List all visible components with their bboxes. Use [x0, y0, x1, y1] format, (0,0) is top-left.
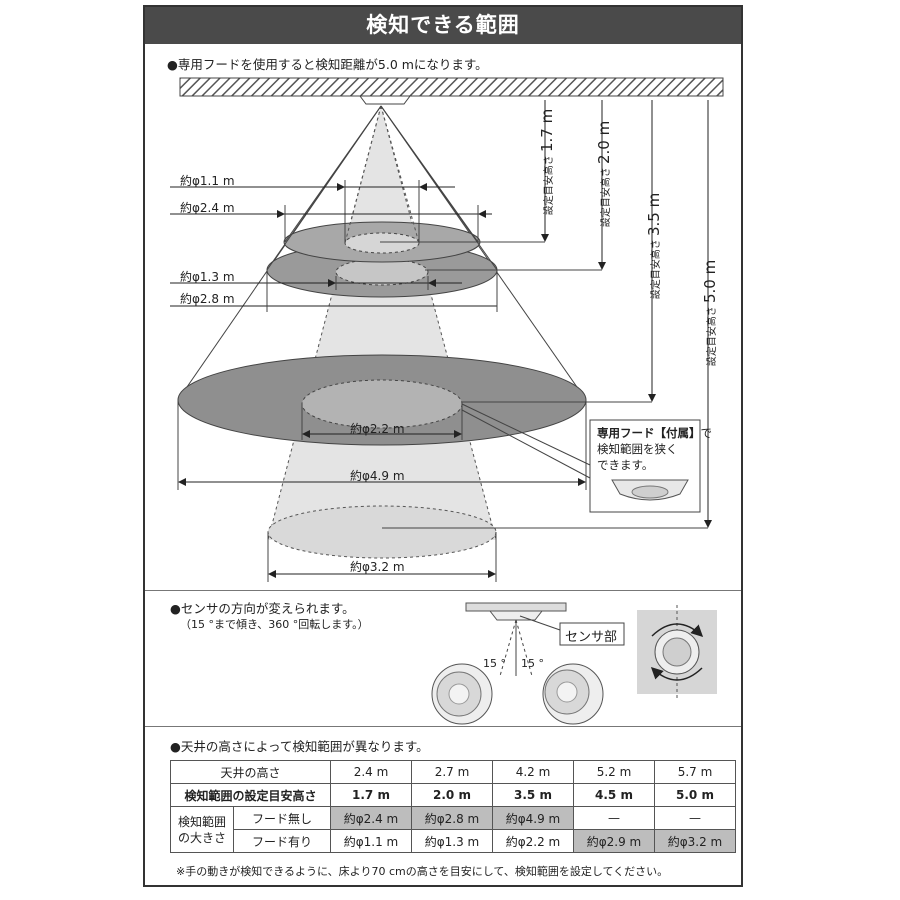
table-cell: 約φ1.1 m [330, 829, 412, 853]
table-cell: 約φ4.9 m [492, 806, 574, 830]
diameter-label: 約φ2.8 m [180, 292, 235, 306]
sensor-part-label: センサ部 [565, 630, 618, 645]
table-row: 検知範囲の設定目安高さ 1.7 m 2.0 m 3.5 m 4.5 m 5.0 … [170, 783, 736, 807]
footnote: ※手の動きが検知できるように、床より70 cmの高さを目安にして、検知範囲を設定… [176, 865, 669, 878]
table-cell: — [654, 806, 736, 830]
hood-note: ●専用フードを使用すると検知距離が5.0 mになります。 [167, 57, 488, 72]
table-cell: 約φ3.2 m [654, 829, 736, 853]
hood-callout-text: 専用フード【付属】で 検知範囲を狭く できます。 [597, 425, 712, 473]
ceiling-heading: ●天井の高さによって検知範囲が異なります。 [170, 739, 429, 754]
group-label-line: の大きさ [177, 830, 226, 845]
hood-callout-rest: できます。 [597, 458, 654, 472]
table-cell: 約φ1.3 m [411, 829, 493, 853]
hood-callout-bold: 専用フード【付属】 [597, 426, 701, 440]
diameter-label: 約φ1.3 m [180, 270, 235, 284]
table-cell: 2.0 m [411, 783, 493, 807]
table-row: 天井の高さ 2.4 m 2.7 m 4.2 m 5.2 m 5.7 m [170, 760, 736, 784]
height-value: 5.0 m [701, 259, 720, 304]
height-value: 3.5 m [645, 192, 664, 237]
angle-right-label: 15 ° [521, 657, 544, 670]
angle-left-label: 15 ° [483, 657, 506, 670]
diameter-label: 約φ1.1 m [180, 174, 235, 188]
range-ellipse-1-1 [344, 232, 420, 254]
row-label-setting: 検知範囲の設定目安高さ [170, 783, 331, 807]
table-cell: 約φ2.4 m [330, 806, 412, 830]
group-label-line: 検知範囲 [177, 814, 226, 829]
height-label-3-5: 設定目安高さ 3.5 m [645, 193, 663, 299]
hood-callout-rest: 検知範囲を狭く [597, 442, 678, 456]
table-cell: 5.7 m [654, 760, 736, 784]
height-prefix: 設定目安高さ [544, 155, 556, 216]
section-divider [145, 726, 741, 727]
direction-heading: ●センサの方向が変えられます。 [170, 601, 355, 616]
range-ellipse-1-3 [335, 258, 429, 286]
table-cell: — [573, 806, 655, 830]
table-cell: 2.4 m [330, 760, 412, 784]
table-cell: 4.2 m [492, 760, 574, 784]
page-title: 検知できる範囲 [145, 7, 741, 44]
height-label-1-7: 設定目安高さ 1.7 m [538, 109, 556, 215]
height-prefix: 設定目安高さ [707, 306, 719, 367]
row-label-no-hood: フード無し [233, 806, 331, 830]
range-table: 天井の高さ 2.4 m 2.7 m 4.2 m 5.2 m 5.7 m 検知範囲… [170, 760, 736, 853]
ceiling [179, 77, 724, 97]
height-value: 1.7 m [538, 108, 557, 153]
table-cell: 約φ2.2 m [492, 829, 574, 853]
sensor-body [359, 95, 411, 105]
table-cell: 4.5 m [573, 783, 655, 807]
sensor-tilted-icon [542, 663, 604, 725]
diameter-label: 約φ2.2 m [350, 422, 405, 436]
diameter-label: 約φ3.2 m [350, 560, 405, 574]
height-value: 2.0 m [595, 120, 614, 165]
table-cell: 2.7 m [411, 760, 493, 784]
table-row: 検知範囲 の大きさ フード無し 約φ2.4 m 約φ2.8 m 約φ4.9 m … [170, 806, 736, 853]
height-label-2-0: 設定目安高さ 2.0 m [595, 121, 613, 227]
table-cell: 5.0 m [654, 783, 736, 807]
table-row: フード有り 約φ1.1 m 約φ1.3 m 約φ2.2 m 約φ2.9 m 約φ… [171, 829, 736, 853]
table-cell: 約φ2.8 m [411, 806, 493, 830]
row-group-label: 検知範囲 の大きさ [170, 806, 234, 853]
row-label-ceiling: 天井の高さ [170, 760, 331, 784]
diameter-label: 約φ2.4 m [180, 201, 235, 215]
height-label-5-0: 設定目安高さ 5.0 m [701, 260, 719, 366]
height-prefix: 設定目安高さ [601, 167, 613, 228]
direction-sub: （15 °まで傾き、360 °回転します。） [180, 618, 369, 631]
table-cell: 5.2 m [573, 760, 655, 784]
table-cell: 1.7 m [330, 783, 412, 807]
hood-callout-rest: で [700, 426, 713, 440]
row-label-with-hood: フード有り [233, 829, 331, 853]
sensor-label-box [559, 622, 625, 646]
table-cell: 3.5 m [492, 783, 574, 807]
height-prefix: 設定目安高さ [651, 239, 663, 300]
table-cell: 約φ2.9 m [573, 829, 655, 853]
section-divider [145, 590, 741, 591]
sensor-mount [465, 602, 567, 612]
range-ellipse-3-2 [267, 505, 497, 559]
diameter-label: 約φ4.9 m [350, 469, 405, 483]
sensor-front-icon [431, 663, 493, 725]
